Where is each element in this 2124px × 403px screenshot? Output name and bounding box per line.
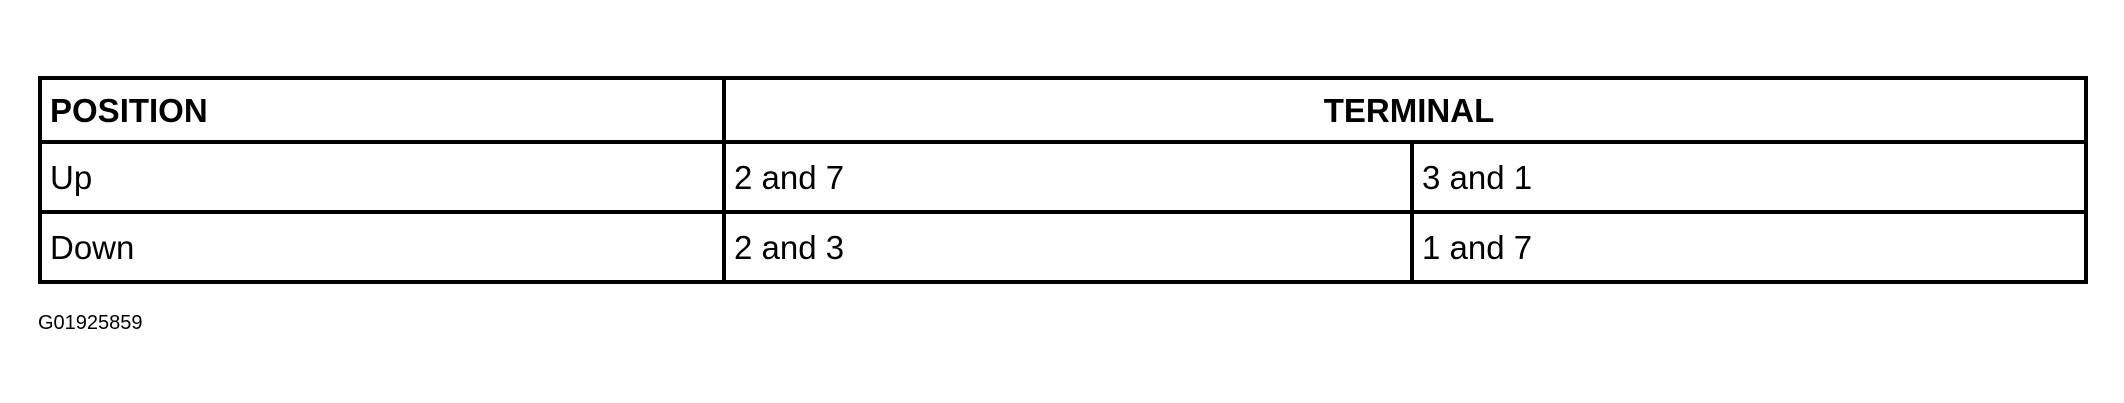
cell-terminal-a: 2 and 3 <box>722 210 1414 284</box>
table-row: Down 2 and 3 1 and 7 <box>38 210 2089 284</box>
cell-position: Down <box>38 210 726 284</box>
figure-id-label: G01925859 <box>38 312 143 334</box>
cell-terminal-b: 3 and 1 <box>1409 140 2089 214</box>
header-terminal: TERMINAL <box>721 76 2089 144</box>
cell-terminal-a: 2 and 7 <box>722 140 1414 214</box>
table-row: Up 2 and 7 3 and 1 <box>38 140 2089 214</box>
table-header-row: POSITION TERMINAL <box>38 76 2089 144</box>
switch-terminal-table: POSITION TERMINAL Up 2 and 7 3 and 1 Dow… <box>38 76 2089 284</box>
cell-terminal-b: 1 and 7 <box>1409 210 2089 284</box>
cell-position: Up <box>38 140 726 214</box>
header-position: POSITION <box>38 76 726 144</box>
